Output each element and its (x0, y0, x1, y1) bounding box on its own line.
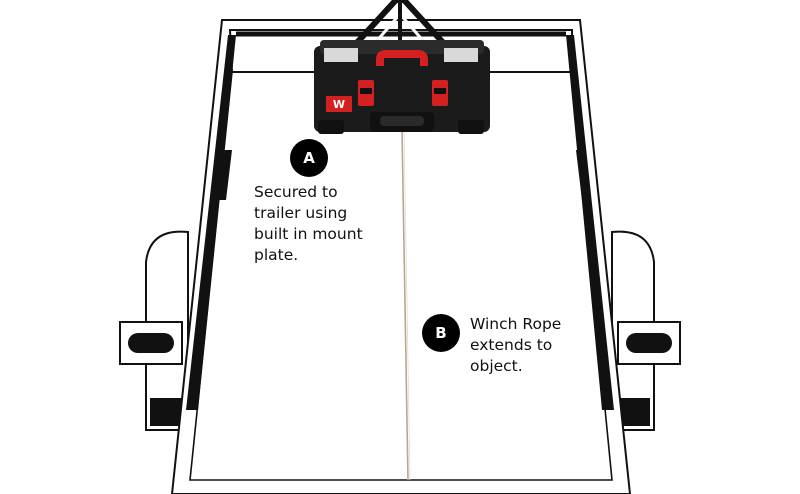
callout-b-text: Winch Rope extends to object. (470, 314, 561, 377)
left-tail-light (128, 333, 174, 353)
trailer-bed (189, 71, 613, 481)
case-label-right (444, 48, 478, 62)
case-logo-mark: W (333, 98, 345, 111)
winch-case: W (314, 40, 490, 134)
case-label-left (324, 48, 358, 62)
callout-b-line-2: extends to (470, 336, 553, 354)
callout-a-line-3: built in mount (254, 225, 363, 243)
left-fender (119, 230, 189, 431)
callout-a-line-2: trailer using (254, 204, 348, 222)
left-tire (150, 398, 184, 426)
right-tire (616, 398, 650, 426)
callout-b-line-3: object. (470, 357, 523, 375)
right-tail-light (626, 333, 672, 353)
case-handle (376, 50, 428, 66)
winch-rope (401, 129, 409, 481)
callout-a-badge: A (290, 139, 328, 177)
callout-b-line-1: Winch Rope (470, 315, 562, 333)
callout-a-text: Secured to trailer using built in mount … (254, 182, 363, 266)
callout-b-badge: B (422, 314, 460, 352)
case-logo-plate (326, 96, 352, 112)
callout-a-line-4: plate. (254, 246, 299, 264)
right-side-rail (566, 35, 614, 410)
right-fender (611, 230, 681, 431)
callout-a-line-1: Secured to (254, 183, 338, 201)
left-side-rail (186, 35, 236, 410)
